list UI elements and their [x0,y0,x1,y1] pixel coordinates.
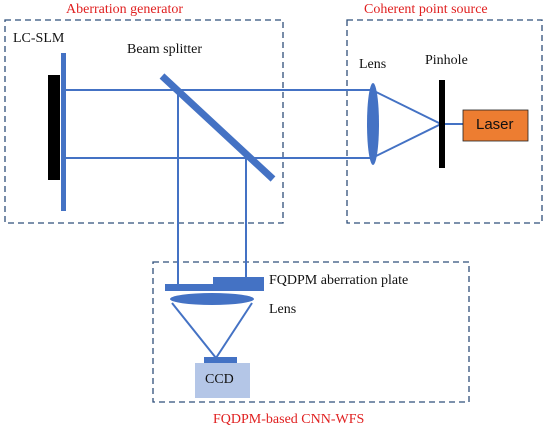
pinhole-label: Pinhole [425,53,468,68]
aberration-plate-upper [213,277,264,284]
laser-label: Laser [476,116,514,133]
pinhole-shape [439,80,445,168]
ccd-label: CCD [205,372,234,387]
cnn-wfs-box [152,261,470,403]
lens-bottom-shape [170,293,254,305]
cone-upper [371,89,442,125]
ccd-sensor [204,357,237,363]
lens-top-shape [367,83,379,165]
cone-lower [371,123,442,159]
beam-splitter-shape [159,73,276,182]
lc-slm-surface [61,53,66,211]
beam-splitter-label: Beam splitter [127,42,203,57]
aberration-generator-title: Aberration generator [66,2,183,17]
ccd-body [195,363,250,398]
coherent-point-source-title: Coherent point source [364,2,488,17]
lc-slm-body [48,75,60,180]
ccd-cone-left [171,302,217,359]
coherent-point-source-box [346,19,543,224]
aberration-plate-label: FQDPM aberration plate [269,273,409,288]
lens-top-label: Lens [359,57,387,72]
lc-slm-label: LC-SLM [13,31,65,46]
laser-box [462,109,529,142]
aberration-plate-lower [165,284,264,291]
lens-bottom-label: Lens [269,302,297,317]
cnn-wfs-title: FQDPM-based CNN-WFS [213,412,365,427]
aberration-generator-box [4,19,284,224]
ccd-cone-right [215,302,253,359]
